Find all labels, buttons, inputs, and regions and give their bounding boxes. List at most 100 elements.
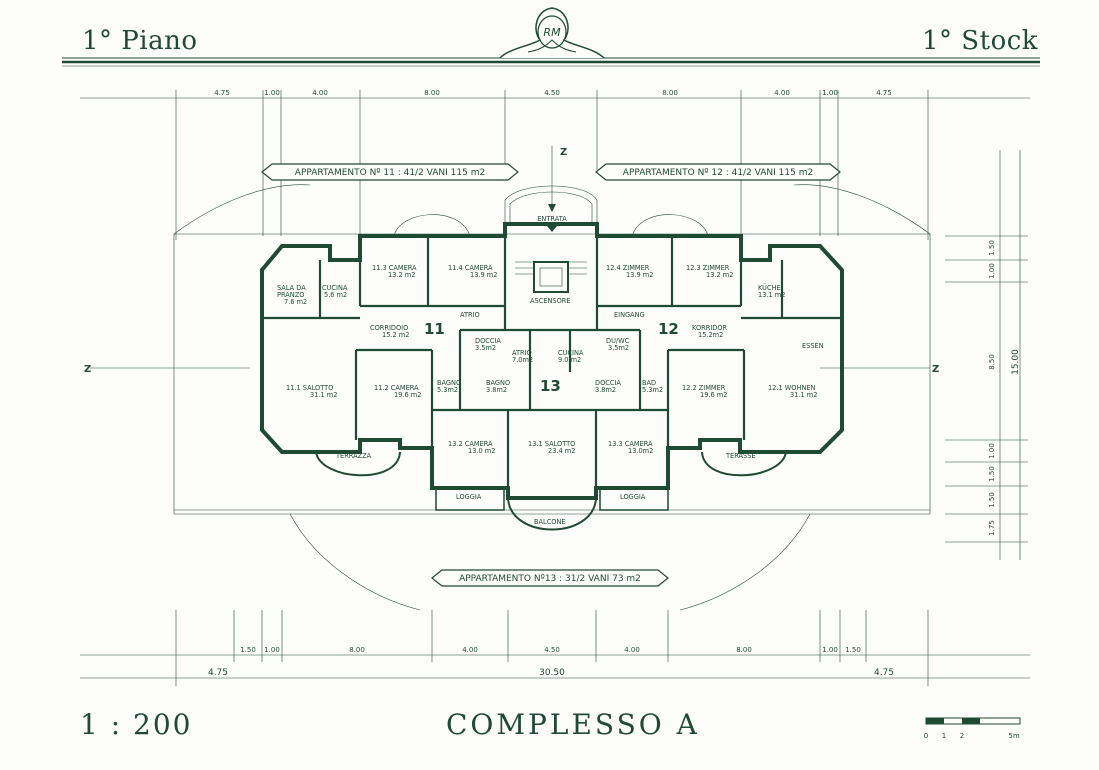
dim-top-9: 4.75 xyxy=(876,89,892,97)
room-salotto-13-1: 13.1 SALOTTO xyxy=(528,440,575,448)
svg-text:9.0 m2: 9.0 m2 xyxy=(558,356,581,364)
svg-text:ENTRATA: ENTRATA xyxy=(537,215,567,223)
svg-text:5.3m2: 5.3m2 xyxy=(642,386,663,394)
svg-text:Z: Z xyxy=(560,147,567,158)
svg-text:PRANZO: PRANZO xyxy=(277,291,304,299)
apartment-number-11: 11 xyxy=(424,320,445,338)
room-camera-13-3: 13.3 CAMERA xyxy=(608,440,653,448)
dim-top-5: 4.50 xyxy=(544,89,560,97)
dim-right-3: 8.50 xyxy=(988,354,996,370)
svg-text:APPARTAMENTO Nº13 : 31/2 VANI: APPARTAMENTO Nº13 : 31/2 VANI 73 m2 xyxy=(459,574,641,584)
dim-right-2: 1.00 xyxy=(988,263,996,279)
svg-text:APPARTAMENTO Nº 11 : 41/2 VANI: APPARTAMENTO Nº 11 : 41/2 VANI 115 m2 xyxy=(295,168,485,178)
room-essen: ESSEN xyxy=(802,342,824,350)
site-frame xyxy=(173,184,931,611)
dim-right-7: 1.75 xyxy=(988,520,996,536)
svg-text:15.2m2: 15.2m2 xyxy=(698,331,723,339)
svg-text:23.4 m2: 23.4 m2 xyxy=(548,447,575,455)
dim-bottom-5: 4.50 xyxy=(544,646,560,654)
svg-text:19.6 m2: 19.6 m2 xyxy=(394,391,421,399)
room-terrazza: TERRAZZA xyxy=(335,452,372,460)
svg-text:5.3m2: 5.3m2 xyxy=(437,386,458,394)
dim-top-2: 1.00 xyxy=(264,89,280,97)
banner-apartment-12: APPARTAMENTO Nº 12 : 41/2 VANI 115 m2 xyxy=(595,163,841,181)
dim-top-7: 4.00 xyxy=(774,89,790,97)
dim-bottom-1: 1.50 xyxy=(240,646,256,654)
svg-text:APPARTAMENTO Nº 12 : 41/2 VANI: APPARTAMENTO Nº 12 : 41/2 VANI 115 m2 xyxy=(623,168,813,178)
dim-bottom-outer-right: 4.75 xyxy=(874,668,894,678)
dim-top-4: 8.00 xyxy=(424,89,440,97)
svg-text:7.6 m2: 7.6 m2 xyxy=(284,298,307,306)
room-ascensore: ASCENSORE xyxy=(530,297,571,305)
dim-top-1: 4.75 xyxy=(214,89,230,97)
svg-text:13.2 m2: 13.2 m2 xyxy=(388,271,415,279)
svg-text:13.0 m2: 13.0 m2 xyxy=(468,447,495,455)
dim-bottom-8: 1.00 xyxy=(822,646,838,654)
dim-right-1: 1.50 xyxy=(988,240,996,256)
svg-text:3.8m2: 3.8m2 xyxy=(595,386,616,394)
apartment-number-13: 13 xyxy=(540,377,561,395)
banner-apartment-13: APPARTAMENTO Nº13 : 31/2 VANI 73 m2 xyxy=(431,569,669,587)
room-camera-11-4: 11.4 CAMERA xyxy=(448,264,493,272)
svg-text:15.2 m2: 15.2 m2 xyxy=(382,331,409,339)
north-marker-top: Z xyxy=(548,146,567,212)
dim-top-6: 8.00 xyxy=(662,89,678,97)
dim-right-5: 1.50 xyxy=(988,466,996,482)
header-rule xyxy=(62,57,1040,67)
svg-text:7.0m2: 7.0m2 xyxy=(512,356,533,364)
bottom-dimensions: 1.50 1.00 8.00 4.00 4.50 4.00 8.00 1.00 … xyxy=(80,610,1030,686)
room-zimmer-12-4: 12.4 ZIMMER xyxy=(606,264,650,272)
svg-text:13.0m2: 13.0m2 xyxy=(628,447,653,455)
room-bagno-11b: BAGNO xyxy=(486,379,510,387)
room-balcone: BALCONE xyxy=(534,518,566,526)
complex-title: COMPLESSO A xyxy=(446,708,700,741)
room-loggia-right: LOGGIA xyxy=(620,493,646,501)
floor-title-italian: 1° Piano xyxy=(82,26,198,56)
room-sala-da-pranzo: SALA DA xyxy=(277,284,306,292)
dim-bottom-6: 4.00 xyxy=(624,646,640,654)
room-terasse: TERASSE xyxy=(725,452,756,460)
monogram-cartouche: RM xyxy=(499,7,605,59)
room-bagno-11a: BAGNO xyxy=(437,379,461,387)
svg-text:3.8m2: 3.8m2 xyxy=(486,386,507,394)
right-dimensions: 1.50 1.00 8.50 1.00 1.50 1.50 1.75 15.00 xyxy=(945,150,1028,560)
room-camera-13-2: 13.2 CAMERA xyxy=(448,440,493,448)
scale-bar-label-0: 0 xyxy=(924,732,928,740)
room-eingang: EINGANG xyxy=(614,311,645,319)
room-atrio-11: ATRIO xyxy=(460,311,480,319)
room-zimmer-12-2: 12.2 ZIMMER xyxy=(682,384,726,392)
room-camera-11-2: 11.2 CAMERA xyxy=(374,384,419,392)
floor-title-german: 1° Stock xyxy=(922,26,1039,56)
dim-right-total: 15.00 xyxy=(1011,349,1021,375)
svg-text:31.1 m2: 31.1 m2 xyxy=(310,391,337,399)
scale-bar: 0 1 2 5m xyxy=(924,717,1021,740)
svg-text:19.6 m2: 19.6 m2 xyxy=(700,391,727,399)
dim-right-4: 1.00 xyxy=(988,443,996,459)
balconies xyxy=(435,487,669,511)
elevator-shaft xyxy=(515,261,587,293)
north-marker-left: Z xyxy=(84,364,250,375)
room-doccia-11: DOCCIA xyxy=(475,337,501,345)
room-du-wc: DU/WC xyxy=(606,337,630,345)
room-corridoio: CORRIDOIO xyxy=(370,324,408,332)
room-bad: BAD xyxy=(642,379,656,387)
dim-top-8: 1.00 xyxy=(822,89,838,97)
svg-text:3.5m2: 3.5m2 xyxy=(475,344,496,352)
dim-bottom-outer-left: 4.75 xyxy=(208,668,228,678)
drawing-scale: 1 : 200 xyxy=(80,708,193,741)
scale-bar-label-2: 2 xyxy=(960,732,964,740)
room-doccia-13: DOCCIA xyxy=(595,379,621,387)
svg-text:13.9 m2: 13.9 m2 xyxy=(626,271,653,279)
svg-text:Z: Z xyxy=(932,364,939,375)
dim-bottom-4: 4.00 xyxy=(462,646,478,654)
room-loggia-left: LOGGIA xyxy=(456,493,482,501)
monogram-text: RM xyxy=(543,26,561,39)
svg-text:13.2 m2: 13.2 m2 xyxy=(706,271,733,279)
bay-arcs xyxy=(315,214,787,531)
scale-bar-label-1: 1 xyxy=(942,732,946,740)
dim-bottom-2: 1.00 xyxy=(264,646,280,654)
svg-text:13.1 m2: 13.1 m2 xyxy=(758,291,785,299)
apartment-number-12: 12 xyxy=(658,320,679,338)
scale-bar-label-5m: 5m xyxy=(1008,732,1019,740)
